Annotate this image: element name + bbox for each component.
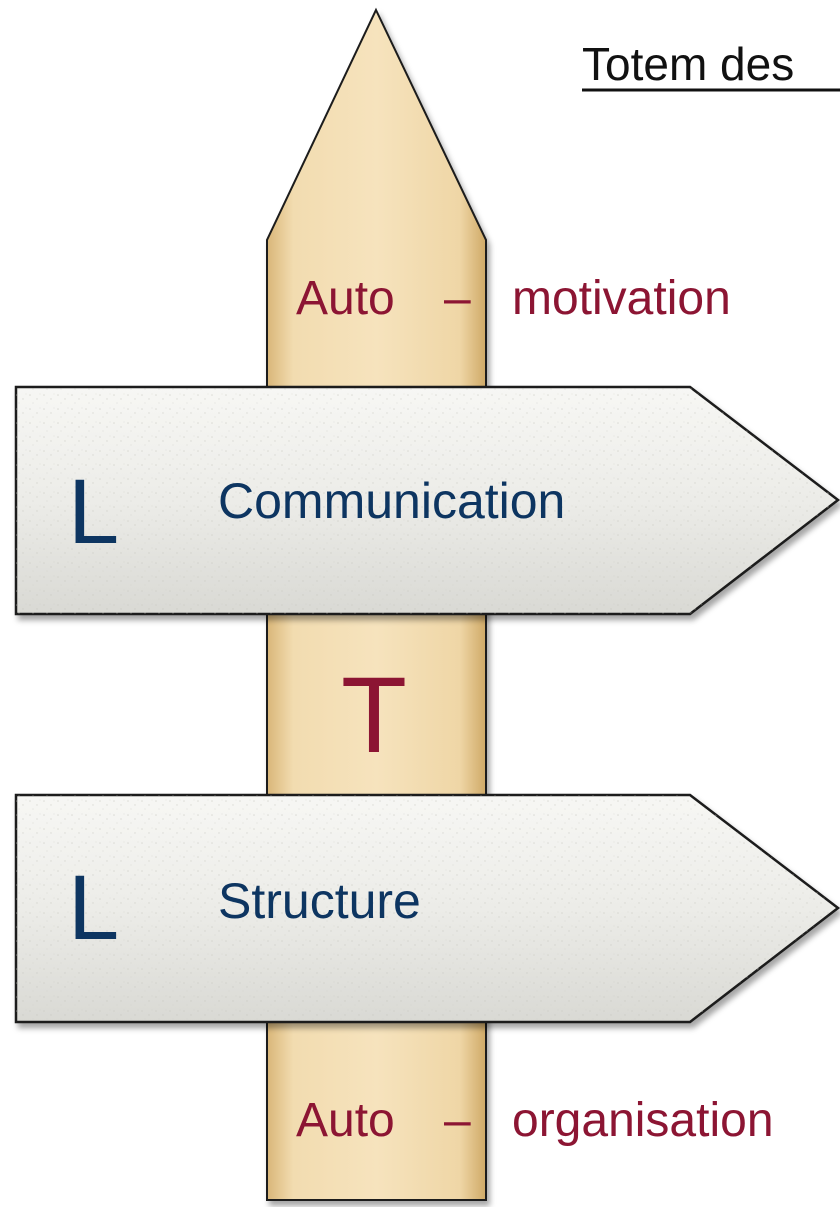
sign-texture	[16, 795, 838, 1022]
sign-letter: L	[68, 461, 119, 563]
sign-texture	[16, 387, 838, 614]
post-bottom-suffix: organisation	[512, 1094, 774, 1147]
sign-label: Structure	[218, 873, 421, 929]
post-middle-letter: T	[341, 654, 407, 775]
sign-letter: L	[68, 857, 119, 959]
diagram-title: Totem des	[582, 38, 794, 90]
post-top-dash: –	[444, 272, 471, 325]
post-bottom-prefix: Auto	[296, 1094, 395, 1147]
post-top-prefix: Auto	[296, 272, 395, 325]
sign-structure	[14, 793, 840, 1024]
title-group: Totem des	[582, 38, 840, 92]
post-bottom-dash: –	[444, 1094, 471, 1147]
post-top-suffix: motivation	[512, 272, 731, 325]
sign-communication	[14, 385, 840, 616]
sign-label: Communication	[218, 473, 565, 529]
